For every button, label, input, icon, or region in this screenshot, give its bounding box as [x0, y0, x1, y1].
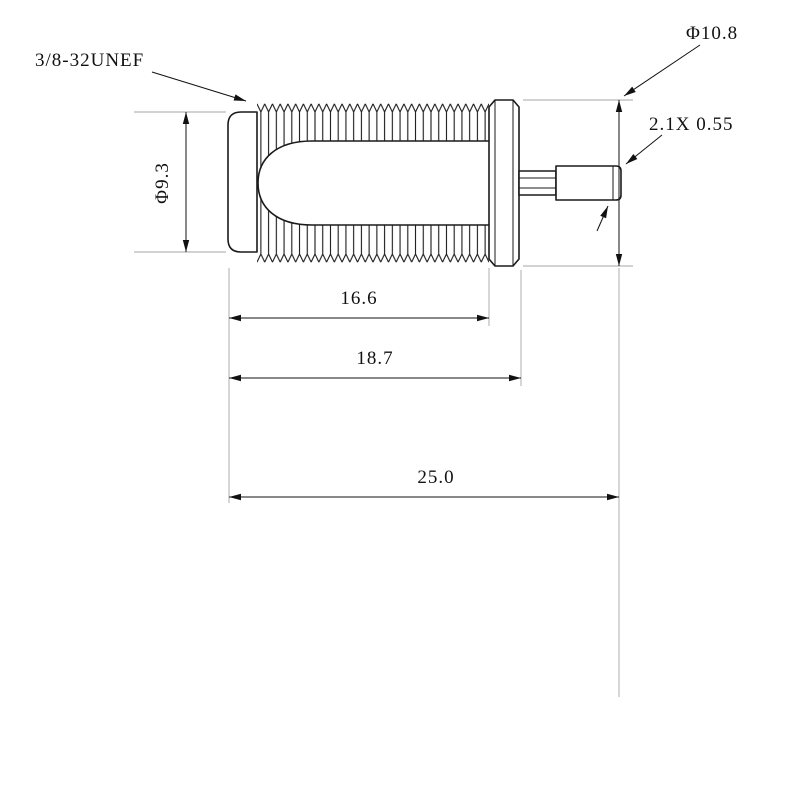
pin-spec-leader-top	[625, 134, 663, 165]
flange-diameter-leader	[623, 44, 701, 97]
thread-spec-leader	[151, 71, 247, 102]
hex-flange	[488, 99, 520, 267]
pin-crimp-section	[518, 170, 557, 196]
connector-part	[227, 99, 622, 267]
extension-lines	[134, 99, 633, 697]
thread-length-label: 16.6	[340, 288, 377, 309]
center-contact-profile	[257, 140, 489, 226]
pin-spec-label: 2.1X 0.55	[649, 114, 733, 135]
pin-tip	[555, 165, 622, 201]
body-length-label: 18.7	[356, 348, 393, 369]
pin-spec-leader-bottom	[596, 205, 609, 232]
body-left-cap	[227, 111, 258, 253]
body-diameter-label: Φ9.3	[152, 162, 173, 204]
dimensions: 3/8-32UNEF Φ9.3 Φ10.8 2.1X 0.55 16.6 18.…	[35, 23, 738, 501]
flange-diameter-label: Φ10.8	[686, 23, 738, 44]
thread-spec-label: 3/8-32UNEF	[35, 50, 144, 71]
overall-length-label: 25.0	[417, 467, 454, 488]
